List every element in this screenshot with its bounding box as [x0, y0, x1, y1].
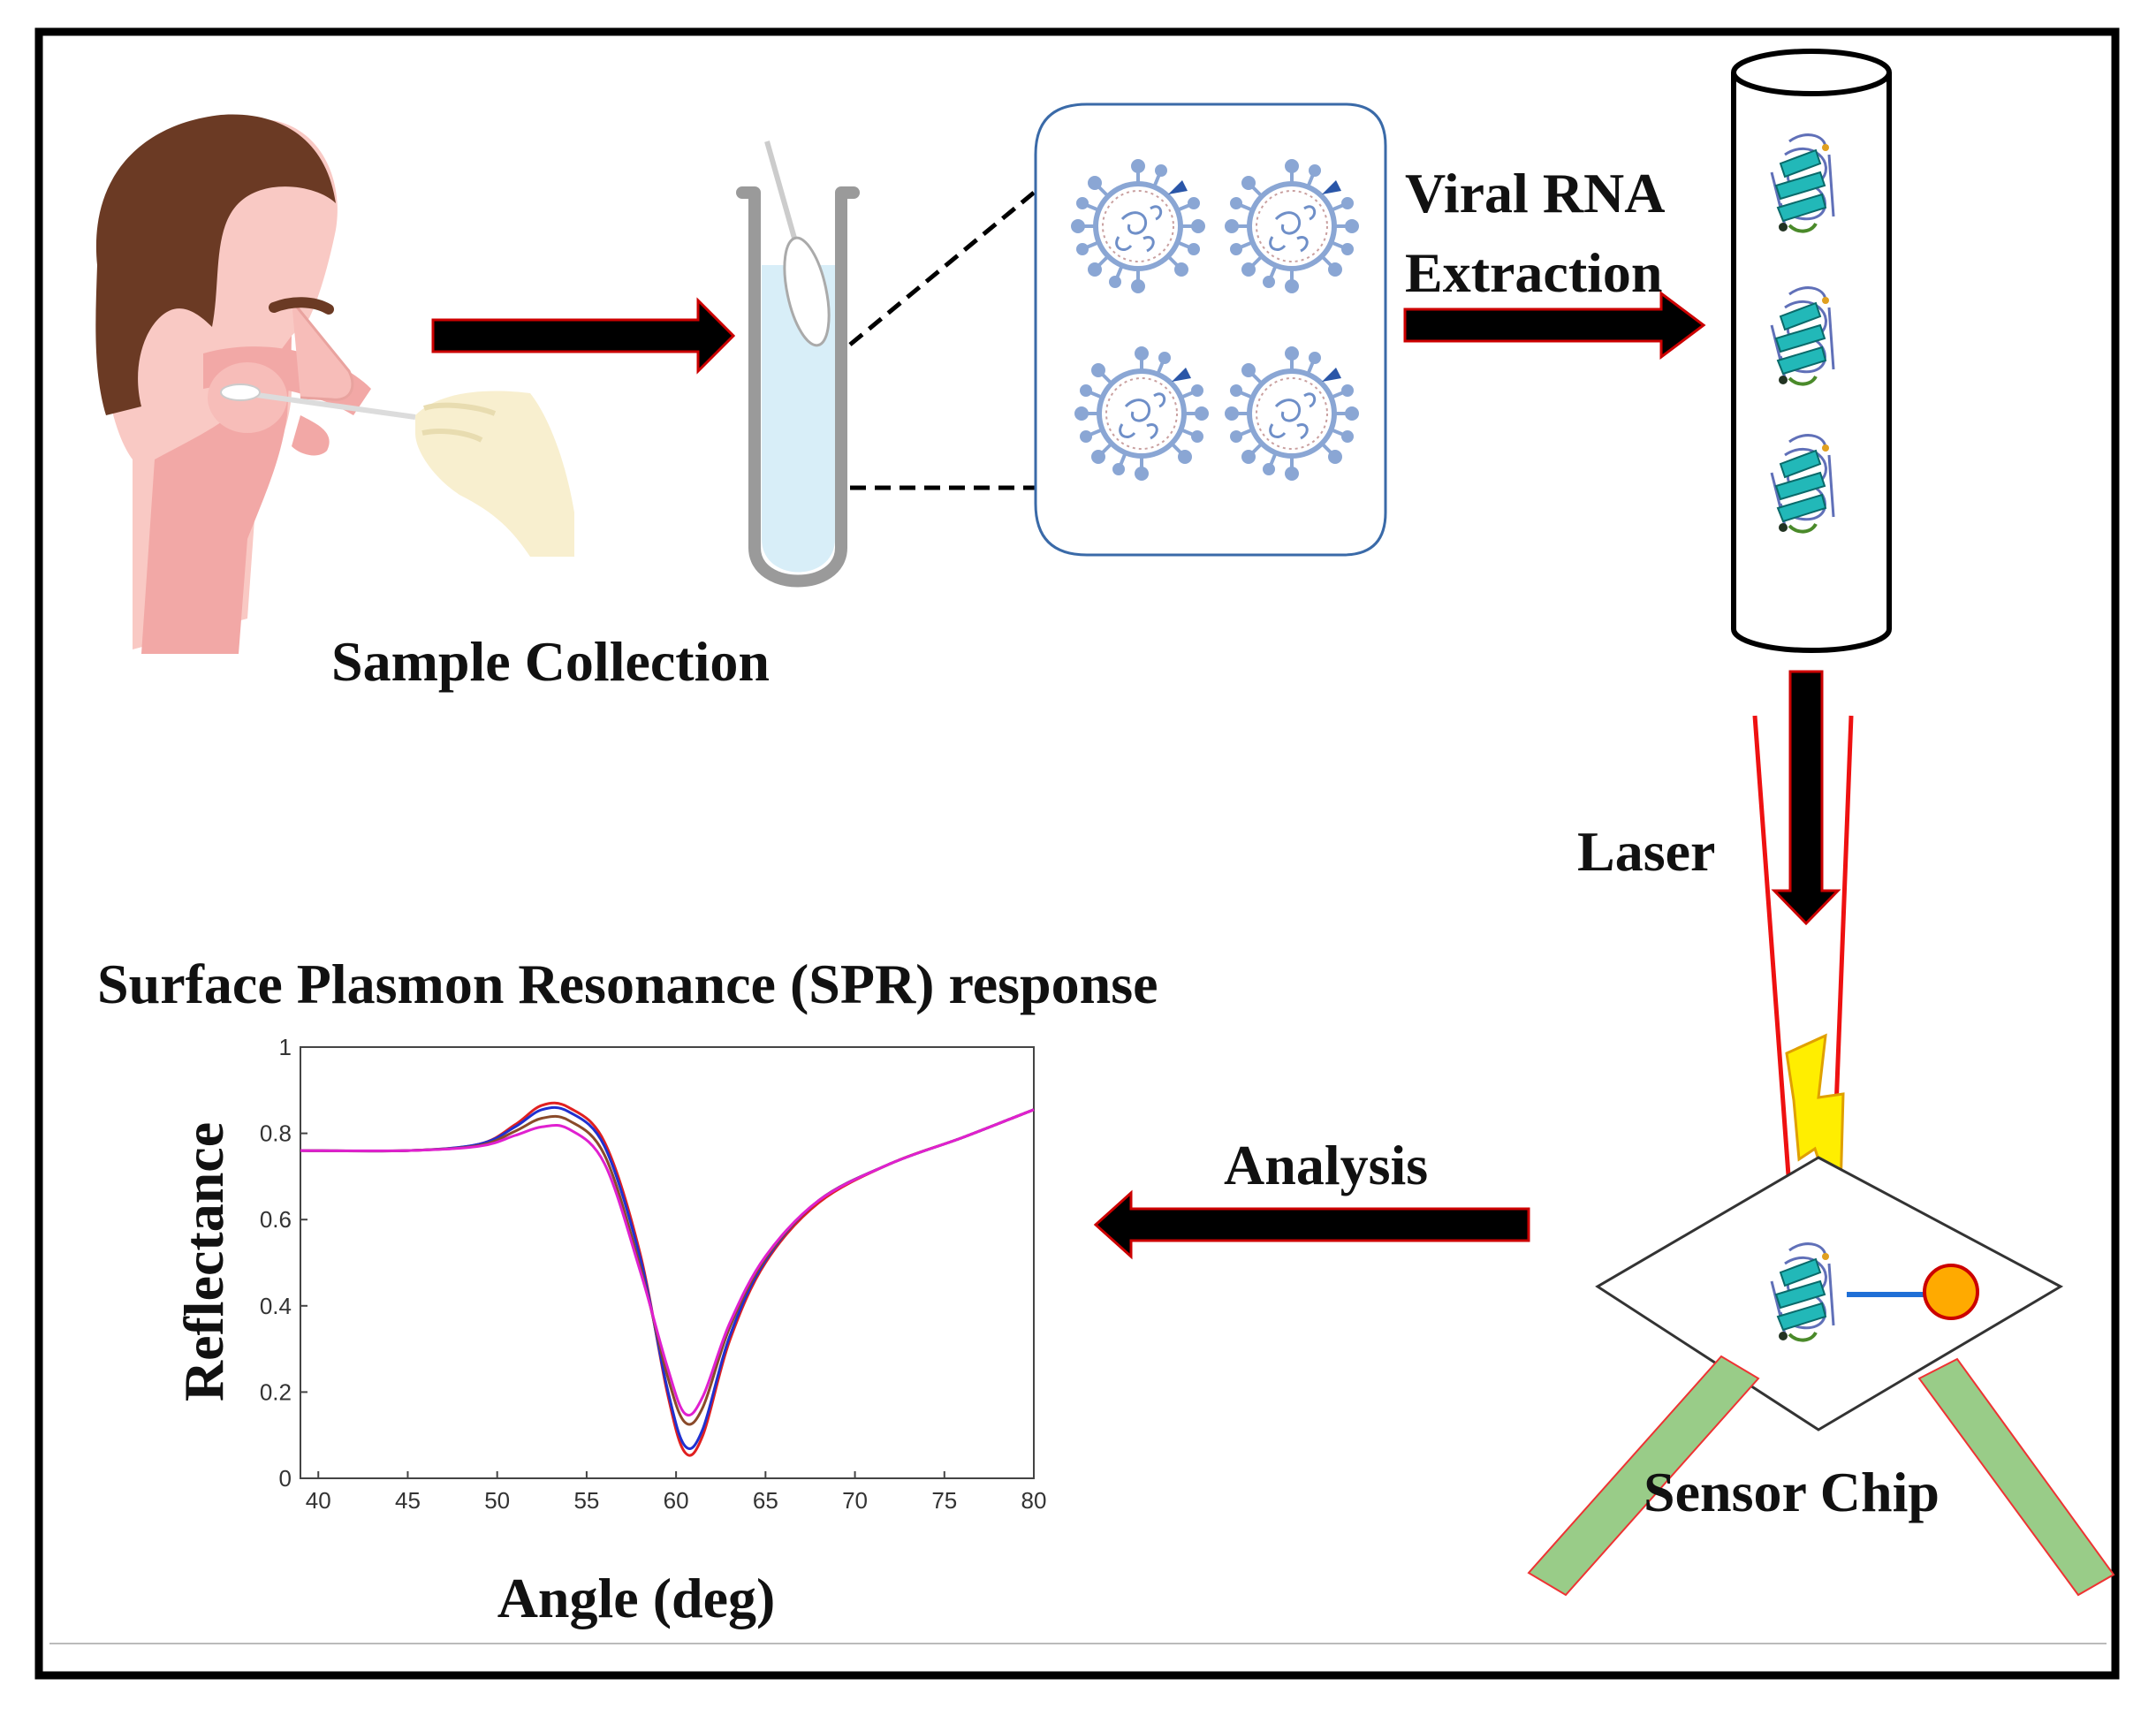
x-axis-label: Angle (deg)	[497, 1567, 776, 1629]
plot-frame	[300, 1046, 1035, 1479]
x-tick-label: 55	[573, 1487, 599, 1514]
y-axis-label: Reflectance	[172, 1122, 235, 1401]
y-axis-ticks: 0 0.2 0.4 0.6 0.8 1	[260, 1034, 307, 1492]
arrow-to-sensor	[1771, 670, 1841, 926]
series-line-4	[300, 1108, 1035, 1417]
y-tick-label: 0	[279, 1465, 292, 1492]
y-tick-label: 0.8	[260, 1120, 292, 1147]
x-tick-label: 65	[753, 1487, 778, 1514]
prism-leg-right	[1917, 1357, 2115, 1597]
sample-collection-label: Sample Collection	[331, 630, 770, 693]
sensor-chip	[1527, 1156, 2115, 1597]
y-tick-label: 0.2	[260, 1378, 292, 1405]
y-tick-label: 0.6	[260, 1206, 292, 1233]
x-tick-label: 70	[842, 1487, 868, 1514]
patient-swab-illustration	[95, 114, 574, 654]
series-lines	[300, 1101, 1035, 1457]
x-tick-label: 50	[484, 1487, 510, 1514]
target-molecule-icon	[1923, 1264, 1979, 1320]
x-tick-label: 45	[395, 1487, 421, 1514]
spr-chart: 40 45 50 55 60 65 70 75 80 0 0.2 0.4 0.6 0.8 1 Angle …	[172, 1034, 1046, 1629]
analysis-label: Analysis	[1224, 1134, 1428, 1196]
x-tick-label: 80	[1021, 1487, 1047, 1514]
arrow-to-tube	[431, 297, 736, 375]
prism-leg-left	[1527, 1355, 1760, 1597]
sensor-chip-label: Sensor Chip	[1644, 1461, 1940, 1523]
extraction-label: Extraction	[1405, 241, 1663, 304]
test-tube-illustration	[736, 140, 860, 588]
x-axis-ticks: 40 45 50 55 60 65 70 75 80	[306, 1471, 1047, 1514]
y-tick-label: 0.4	[260, 1293, 292, 1319]
zoom-line-top	[848, 191, 1036, 346]
spr-title: Surface Plasmon Resonance (SPR) response	[97, 953, 1158, 1015]
laser-label: Laser	[1577, 820, 1715, 883]
outer-frame	[34, 27, 2120, 1680]
x-tick-label: 60	[664, 1487, 689, 1514]
virus-zoom-box	[1034, 103, 1387, 557]
viral-rna-label: Viral RNA	[1405, 162, 1665, 224]
y-tick-label: 1	[279, 1034, 292, 1060]
arrow-to-column	[1403, 291, 1706, 360]
arrow-to-analysis	[1093, 1189, 1530, 1260]
x-tick-label: 75	[931, 1487, 957, 1514]
x-tick-label: 40	[306, 1487, 331, 1514]
extraction-column	[1731, 49, 1892, 653]
